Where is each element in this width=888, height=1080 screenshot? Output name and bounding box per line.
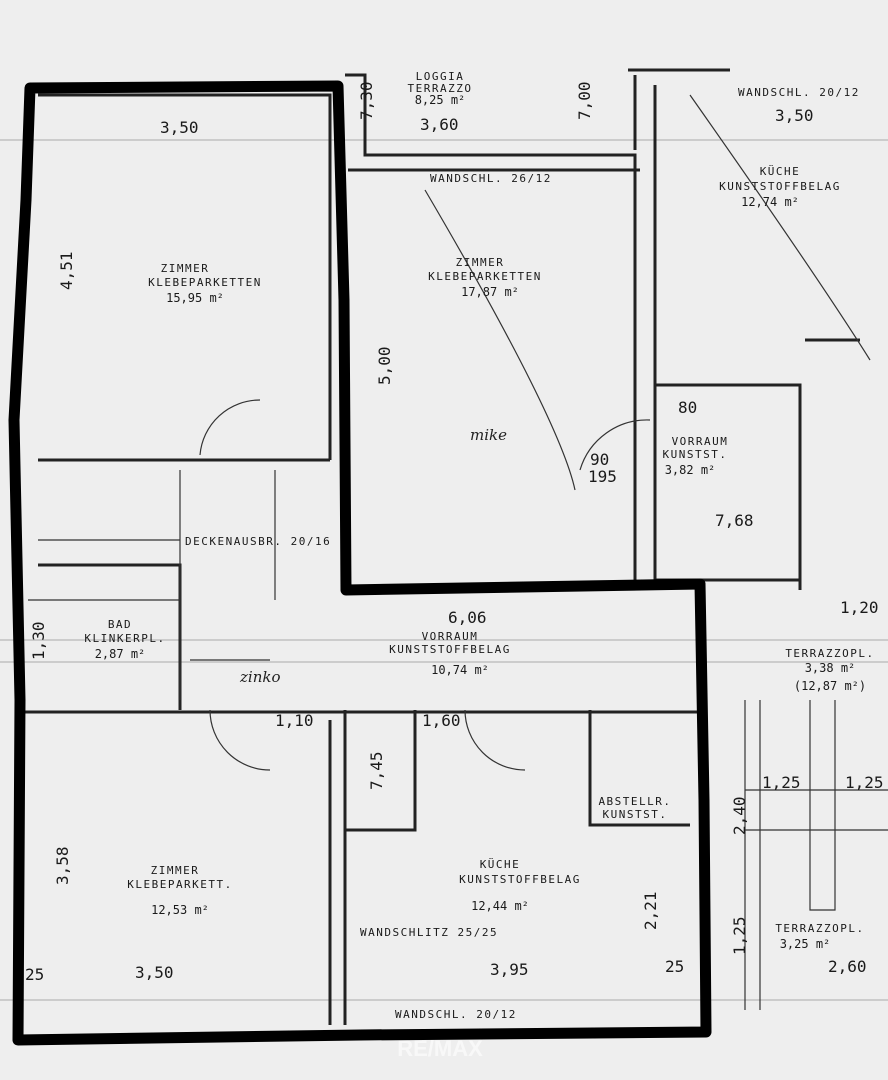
- plan-label: 25: [25, 965, 44, 984]
- plan-label: KLEBEPARKETTEN: [148, 276, 262, 289]
- room-bad: BAD KLINKERPL. 2,87 m²: [84, 618, 165, 661]
- plan-label: 3,38 m²: [805, 661, 856, 675]
- plan-label: 7,68: [715, 511, 754, 530]
- plan-label: ZIMMER: [456, 256, 505, 269]
- plan-label: 7,00: [575, 81, 594, 120]
- plan-label: 3,60: [420, 115, 459, 134]
- plan-label: WANDSCHL. 20/12: [395, 1008, 517, 1021]
- plan-label: KUNSTST.: [603, 808, 668, 821]
- walls: [25, 68, 888, 1025]
- room-terrazzo-2: TERRAZZOPL. 3,25 m²: [775, 922, 864, 951]
- plan-label: 12,44 m²: [471, 899, 529, 913]
- plan-label: zinko: [239, 668, 280, 686]
- plan-label: 12,74 m²: [741, 195, 799, 209]
- plan-label: 4,51: [57, 251, 76, 290]
- scan-lines: [0, 139, 888, 1001]
- plan-label: KUNSTSTOFFBELAG: [719, 180, 841, 193]
- plan-label: DECKENAUSBR. 20/16: [185, 535, 331, 548]
- plan-label: 3,50: [775, 106, 814, 125]
- plan-label: KÜCHE: [480, 858, 521, 871]
- plan-label: KUNSTSTOFFBELAG: [389, 643, 511, 656]
- plan-label: 1,25: [845, 773, 884, 792]
- plan-label: TERRAZZOPL.: [775, 922, 864, 935]
- plan-label: 1,25: [730, 916, 749, 955]
- plan-label: 2,21: [641, 891, 660, 930]
- plan-label: 1,20: [840, 598, 879, 617]
- plan-label: KUNSTSTOFFBELAG: [459, 873, 581, 886]
- plan-label: 2,87 m²: [95, 647, 146, 661]
- plan-label: 3,82 m²: [665, 463, 716, 477]
- plan-label: TERRAZZO: [408, 82, 473, 95]
- room-loggia: LOGGIA TERRAZZO 8,25 m²: [408, 70, 473, 107]
- plan-label: 1,25: [762, 773, 801, 792]
- plan-label: 3,95: [490, 960, 529, 979]
- room-abstellraum: ABSTELLR. KUNSTST.: [598, 795, 671, 821]
- dimension-labels: 3,50 3,60 3,50 4,51 5,00 6,06 3,58 3,50 …: [25, 81, 884, 984]
- plan-label: 8,25 m²: [415, 93, 466, 107]
- plan-label: 7,30: [357, 81, 376, 120]
- plan-label: 10,74 m²: [431, 663, 489, 677]
- room-vorraum-small: VORRAUM KUNSTST. 3,82 m²: [663, 435, 729, 477]
- plan-label: 1,60: [422, 711, 461, 730]
- plan-label: KLEBEPARKETTEN: [428, 270, 542, 283]
- plan-label: 2,40: [730, 796, 749, 835]
- plan-label: 6,06: [448, 608, 487, 627]
- plan-label: TERRAZZOPL.: [785, 647, 874, 660]
- plan-label: 195: [588, 467, 617, 486]
- plan-label: KÜCHE: [760, 165, 801, 178]
- plan-label: VORRAUM: [672, 435, 729, 448]
- room-zimmer-3: ZIMMER KLEBEPARKETT. 12,53 m²: [127, 864, 233, 917]
- plan-label: LOGGIA: [416, 70, 465, 83]
- plan-label: 3,50: [160, 118, 199, 137]
- plan-label: 15,95 m²: [166, 291, 224, 305]
- plan-label: KUNSTST.: [663, 448, 728, 461]
- plan-label: 3,50: [135, 963, 174, 982]
- plan-label: WANDSCHL. 20/12: [738, 86, 860, 99]
- plan-label: 1,30: [29, 621, 48, 660]
- plan-label: BAD: [108, 618, 132, 631]
- remax-watermark: RE/MAX: [397, 1036, 483, 1061]
- room-zimmer-2: ZIMMER KLEBEPARKETTEN 17,87 m²: [428, 256, 542, 299]
- plan-label: 2,60: [828, 957, 867, 976]
- plan-label: WANDSCHLITZ 25/25: [360, 926, 498, 939]
- plan-notes: WANDSCHLITZ 25/25 WANDSCHL. 20/12 WANDSC…: [185, 86, 860, 1061]
- apartment-outline: [8, 80, 712, 1046]
- plan-label: 25: [665, 957, 684, 976]
- plan-label: ZIMMER: [151, 864, 200, 877]
- plan-label: 1,10: [275, 711, 314, 730]
- room-kueche-1: KÜCHE KUNSTSTOFFBELAG 12,74 m²: [719, 165, 841, 209]
- plan-label: VORRAUM: [422, 630, 479, 643]
- room-kueche-2: KÜCHE KUNSTSTOFFBELAG 12,44 m²: [459, 858, 581, 913]
- plan-label: 7,45: [367, 751, 386, 790]
- plan-label: mike: [470, 426, 507, 444]
- room-zimmer-1: ZIMMER KLEBEPARKETTEN 15,95 m²: [148, 262, 262, 305]
- room-vorraum-large: VORRAUM KUNSTSTOFFBELAG 10,74 m²: [389, 630, 511, 677]
- room-terrazzo-1: TERRAZZOPL. 3,38 m² (12,87 m²): [785, 647, 874, 693]
- plan-label: 5,00: [375, 346, 394, 385]
- plan-label: 3,58: [53, 846, 72, 885]
- plan-label: 80: [678, 398, 697, 417]
- plan-label: ZIMMER: [161, 262, 210, 275]
- plan-label: WANDSCHL. 26/12: [430, 172, 552, 185]
- plan-label: (12,87 m²): [794, 679, 866, 693]
- plan-label: ABSTELLR.: [598, 795, 671, 808]
- plan-label: KLEBEPARKETT.: [127, 878, 233, 891]
- plan-label: 90: [590, 450, 609, 469]
- plan-label: 17,87 m²: [461, 285, 519, 299]
- plan-label: 12,53 m²: [151, 903, 209, 917]
- plan-label: KLINKERPL.: [84, 632, 165, 645]
- plan-label: 3,25 m²: [780, 937, 831, 951]
